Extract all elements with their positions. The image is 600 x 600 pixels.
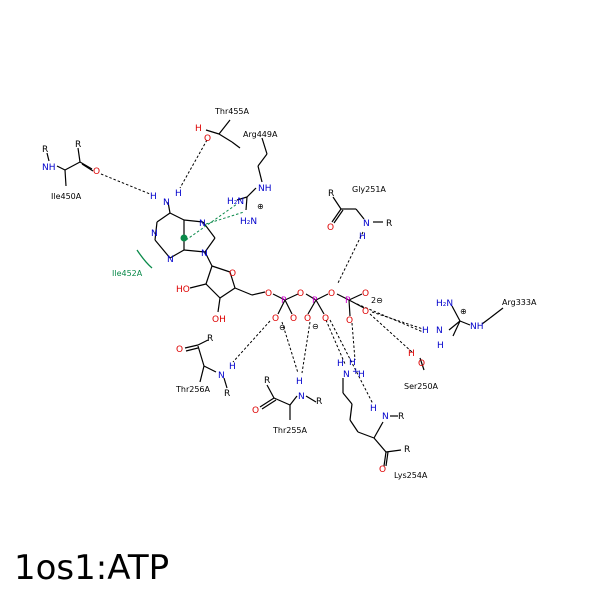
atom-lys254-O: O [379, 465, 386, 475]
atom-O2B: O [322, 314, 329, 324]
charge-phosB: ⊖ [312, 322, 319, 331]
ser250-residue [419, 357, 425, 371]
thr455-residue [205, 119, 241, 149]
atom-gly251-R2: R [386, 219, 392, 229]
lys254-residue [342, 378, 402, 467]
atom-thr256-R: R [207, 334, 213, 344]
atom-N9: N [201, 249, 208, 259]
atom-PG: P [345, 296, 351, 306]
atom-O2prime: HO [176, 285, 190, 295]
residue-label-thr256: Thr256A [175, 385, 211, 394]
atom-thr255-R: R [264, 376, 270, 386]
atom-gly251-O: O [327, 223, 334, 233]
atom-thr256-O: O [176, 345, 183, 355]
atom-arg449-NE: NH [258, 184, 272, 194]
charge-phosG: 2⊖ [371, 296, 383, 305]
charge-arg333: ⊕ [460, 307, 467, 316]
atom-ile450-R2: R [75, 140, 81, 150]
atom-lys254-plus: + [352, 367, 360, 377]
atom-thr255-H: H [296, 377, 303, 387]
atom-O3G: O [362, 307, 369, 317]
arg333-residue [448, 305, 504, 337]
atom-O5prime: O [265, 289, 272, 299]
gly251-residue [331, 196, 383, 224]
residue-label-arg333: Arg333A [502, 298, 537, 307]
thr256-residue [184, 339, 228, 389]
atom-thr256-N: N [218, 371, 225, 381]
hydrophobic-contact-dot [180, 234, 188, 242]
atom-lys254-R2: R [404, 445, 410, 455]
residue-label-lys254: Lys254A [394, 471, 428, 480]
residue-label-gly251: Gly251A [352, 185, 386, 194]
atom-ile450-N: NH [42, 163, 56, 173]
atom-thr455-OG: O [204, 134, 211, 144]
atom-O3B: O [328, 289, 335, 299]
green-hbond-arg449 [185, 203, 238, 241]
atom-lys254-H1: H [337, 359, 344, 369]
charge-phosA: ⊖ [279, 323, 286, 332]
atom-O4prime: O [229, 269, 236, 279]
atom-PB: P [312, 296, 318, 306]
atom-lys254-NZ: N [343, 370, 350, 380]
atom-ile450-R: R [42, 145, 48, 155]
atom-PA: P [281, 296, 287, 306]
atom-gly251-R: R [328, 189, 334, 199]
atom-thr255-O: O [252, 406, 259, 416]
atom-N7: N [199, 219, 206, 229]
residue-label-ser250: Ser250A [404, 382, 439, 391]
atom-thr256-H: H [229, 362, 236, 372]
atom-ser250-H: H [408, 349, 415, 359]
residue-label-arg449: Arg449A [243, 130, 278, 139]
atom-gly251-H: H [359, 232, 366, 242]
atom-O1B: O [304, 314, 311, 324]
hydrogen-bonds [100, 139, 424, 405]
atom-ser250-OG: O [418, 359, 425, 369]
residue-label-ile450: Ile450A [51, 192, 82, 201]
atom-arg333-NE: NH [470, 322, 484, 332]
diagram-title: 1os1:ATP [14, 548, 170, 588]
atom-N6: N [163, 198, 170, 208]
atom-lys254-H2: H [349, 358, 356, 368]
thr255-residue [259, 384, 317, 420]
atom-arg449-NH1: H₂N [227, 197, 244, 207]
atom-O1A: O [272, 314, 279, 324]
phosphate-chain [272, 293, 365, 317]
residue-label-thr255: Thr255A [272, 426, 308, 435]
charge-arg449: ⊕ [257, 202, 264, 211]
atom-lys254-R: R [398, 412, 404, 422]
atom-O3A: O [297, 289, 304, 299]
atom-labels: N H H N N N N O HO OH O P O P O P O O O … [42, 124, 484, 475]
atom-O2A: O [290, 314, 297, 324]
arg449-residue [236, 137, 268, 211]
atom-H6b: H [175, 189, 182, 199]
atom-N3: N [167, 255, 174, 265]
atom-N1: N [151, 229, 158, 239]
atom-arg333-NH2: H [437, 341, 444, 351]
atom-arg449-NH2: H₂N [240, 217, 257, 227]
atom-lys254-N: N [382, 412, 389, 422]
atom-O3prime: OH [212, 315, 226, 325]
ile450-residue [46, 147, 94, 187]
atom-O2G: O [362, 289, 369, 299]
atom-gly251-N: N [363, 219, 370, 229]
green-hbond-arg449-b [205, 211, 245, 225]
atom-arg333-N: N [436, 326, 443, 336]
hydrophobic-arc-ile452 [136, 249, 153, 269]
residue-label-thr455: Thr455A [214, 107, 250, 116]
atom-thr455-OG-H: H [195, 124, 202, 134]
atom-arg333-NH1: H₂N [436, 299, 453, 309]
atom-thr255-N: N [298, 392, 305, 402]
ribose-ring [189, 251, 266, 313]
atom-thr255-R2: R [316, 397, 322, 407]
atom-H6a: H [150, 192, 157, 202]
atom-O1G: O [346, 316, 353, 326]
atom-arg333-H: H [422, 326, 429, 336]
residue-label-ile452: Ile452A [112, 269, 143, 278]
atom-thr256-R2: R [224, 389, 230, 399]
atom-ile450-O: O [93, 167, 100, 177]
atom-lys254-HN: H [370, 404, 377, 414]
atom-lys254-H3: H [358, 370, 365, 380]
